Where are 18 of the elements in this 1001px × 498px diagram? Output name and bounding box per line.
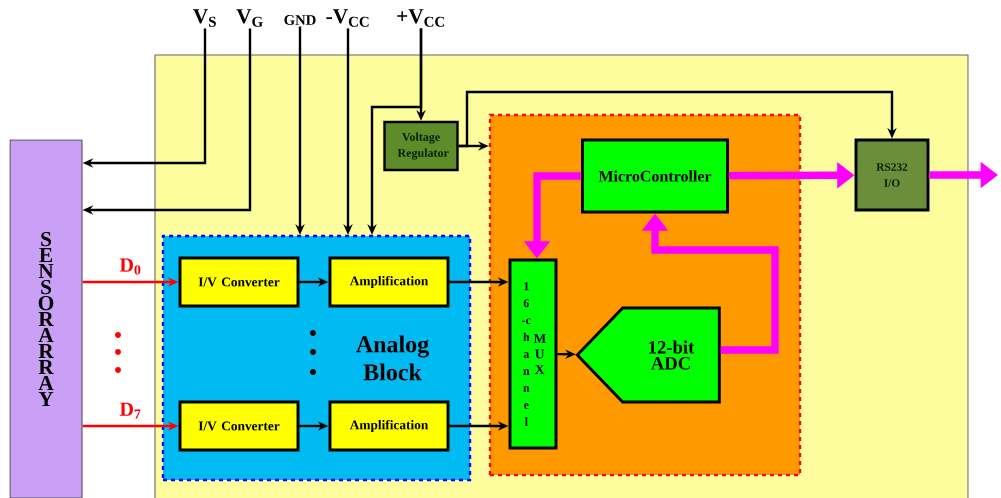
supply-label: V$_{G}$ — [236, 9, 263, 27]
supply-label: -V$_{CC}$ — [326, 9, 369, 27]
regulator-box: Voltage Regulator — [383, 120, 459, 172]
supply-label: V$_{S}$ — [193, 9, 216, 27]
adc-block: 12-bit ADC — [575, 306, 721, 404]
signal-label: D$_{7}$ — [119, 402, 141, 419]
arrow — [458, 90, 897, 148]
microcontroller-box: MicroController — [581, 138, 729, 214]
supply-label: GND — [284, 15, 316, 25]
sensor-array-box: SENSOR ARRAY — [9, 139, 83, 498]
amplifier-box: Amplification — [328, 400, 450, 452]
converter-box: I/V Converter — [178, 256, 300, 308]
serial-io-box: RS232 I/O — [854, 138, 930, 212]
amplifier-box: Amplification — [328, 256, 450, 308]
supply-label: +V$_{CC}$ — [397, 9, 445, 27]
multiplexer-box: 16-channel MUX — [508, 258, 558, 450]
signal-label: D$_{0}$ — [119, 258, 141, 275]
converter-box: I/V Converter — [178, 400, 300, 452]
